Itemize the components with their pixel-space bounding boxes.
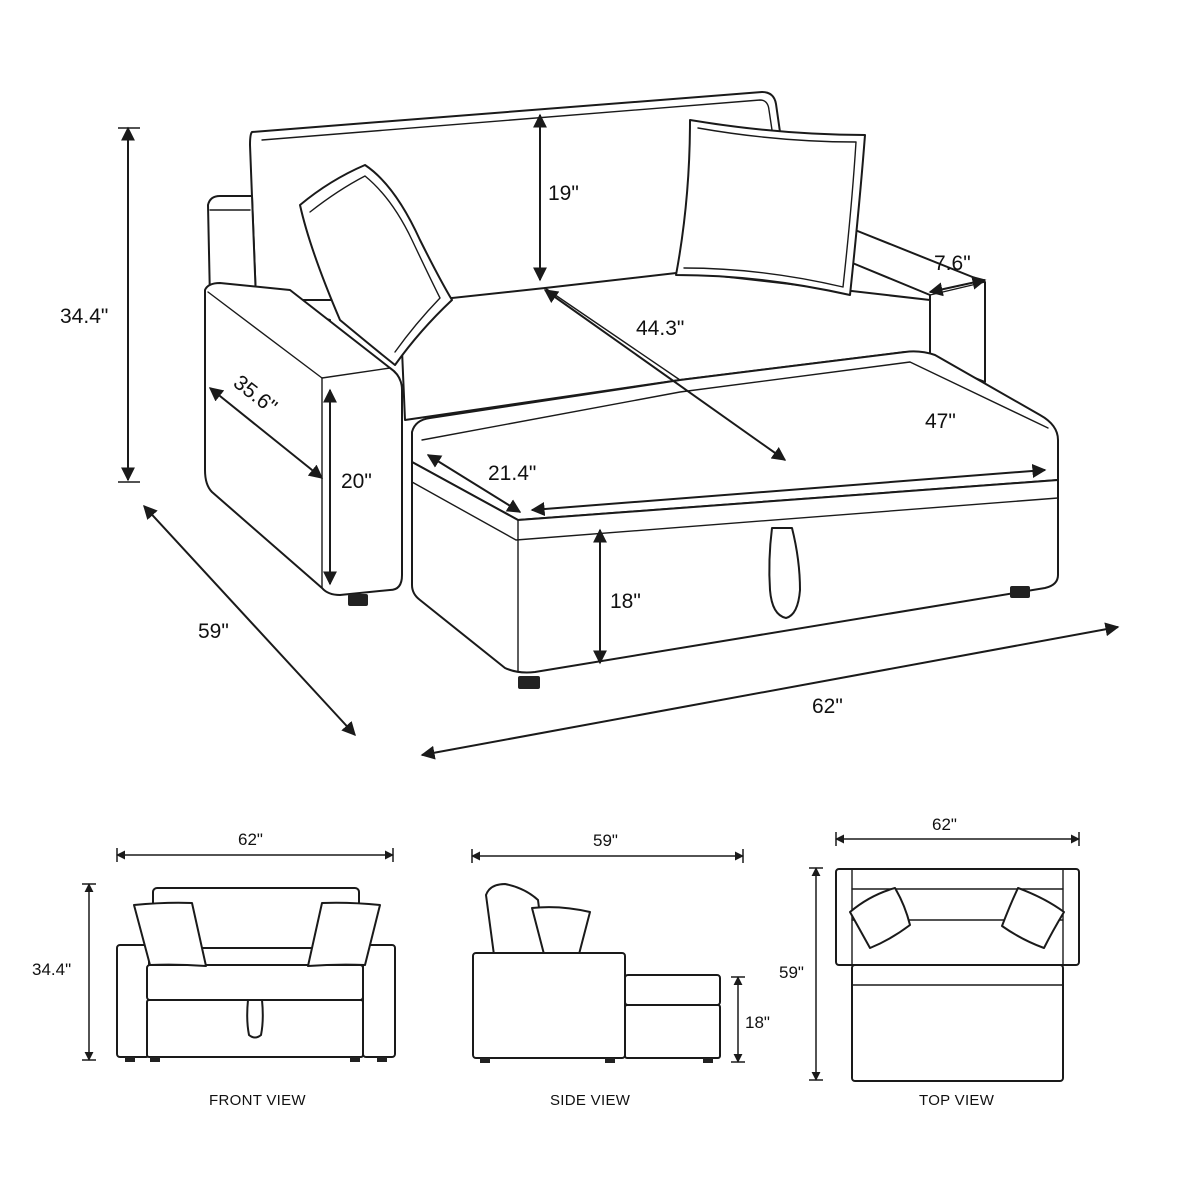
main-dimension-lines bbox=[118, 113, 1120, 760]
top-view-width-label: 62" bbox=[932, 815, 957, 834]
label-arm-width: 7.6" bbox=[934, 252, 971, 275]
dim-line-chaise-width bbox=[530, 464, 1047, 516]
top-left-pillow bbox=[849, 887, 911, 949]
left-pillow bbox=[299, 164, 453, 366]
side-view-caption: SIDE VIEW bbox=[550, 1092, 631, 1109]
dim-line-arm-length bbox=[208, 387, 324, 479]
side-arm bbox=[472, 952, 626, 1059]
dim-line-seat-width bbox=[543, 289, 787, 461]
top-view-depth-label: 59" bbox=[779, 963, 804, 982]
front-view: 62" 34.4" FRONT VIEW bbox=[32, 830, 396, 1109]
side-view-depth-label: 59" bbox=[593, 831, 618, 850]
side-view-seat-height-label: 18" bbox=[745, 1013, 770, 1032]
label-overall-height: 34.4" bbox=[60, 305, 108, 328]
front-pull-strap bbox=[246, 999, 264, 1039]
label-chaise-depth: 21.4" bbox=[488, 462, 536, 485]
front-left-pillow bbox=[133, 901, 207, 967]
top-view-caption: TOP VIEW bbox=[919, 1092, 995, 1109]
dim-line-arm-width bbox=[928, 275, 987, 297]
pull-strap bbox=[768, 527, 801, 619]
side-backrest bbox=[485, 883, 546, 956]
front-left-arm bbox=[116, 944, 150, 1058]
front-right-arm bbox=[362, 944, 396, 1058]
foot-chaise-right bbox=[1010, 586, 1030, 598]
front-view-caption: FRONT VIEW bbox=[209, 1092, 306, 1109]
label-back-height: 19" bbox=[548, 182, 579, 205]
label-seat-height: 18" bbox=[610, 590, 641, 613]
dim-line-chaise-depth bbox=[426, 454, 522, 513]
front-right-pillow bbox=[307, 901, 381, 967]
foot-left-arm bbox=[348, 594, 368, 606]
label-overall-depth: 59" bbox=[198, 620, 229, 643]
front-view-height-label: 34.4" bbox=[32, 960, 71, 979]
side-view: 59" 18" SIDE VIEW bbox=[471, 831, 770, 1109]
right-pillow bbox=[675, 119, 866, 296]
top-right-pillow bbox=[1001, 887, 1065, 949]
dim-line-overall-width bbox=[420, 622, 1120, 760]
side-pillow bbox=[531, 906, 591, 959]
label-seat-width: 44.3" bbox=[636, 317, 684, 340]
front-view-width-label: 62" bbox=[238, 830, 263, 849]
dim-line-overall-depth bbox=[143, 504, 356, 737]
side-chaise-base bbox=[624, 1004, 721, 1059]
top-chaise bbox=[851, 964, 1064, 1082]
label-chaise-width: 47" bbox=[925, 410, 956, 433]
front-seat-cushion bbox=[146, 964, 364, 1001]
label-overall-width: 62" bbox=[812, 695, 843, 718]
top-view: 62" 59" TOP VIEW bbox=[779, 815, 1080, 1109]
foot-chaise-front bbox=[518, 676, 540, 689]
side-chaise-top bbox=[624, 974, 721, 1006]
label-arm-height: 20" bbox=[341, 470, 372, 493]
